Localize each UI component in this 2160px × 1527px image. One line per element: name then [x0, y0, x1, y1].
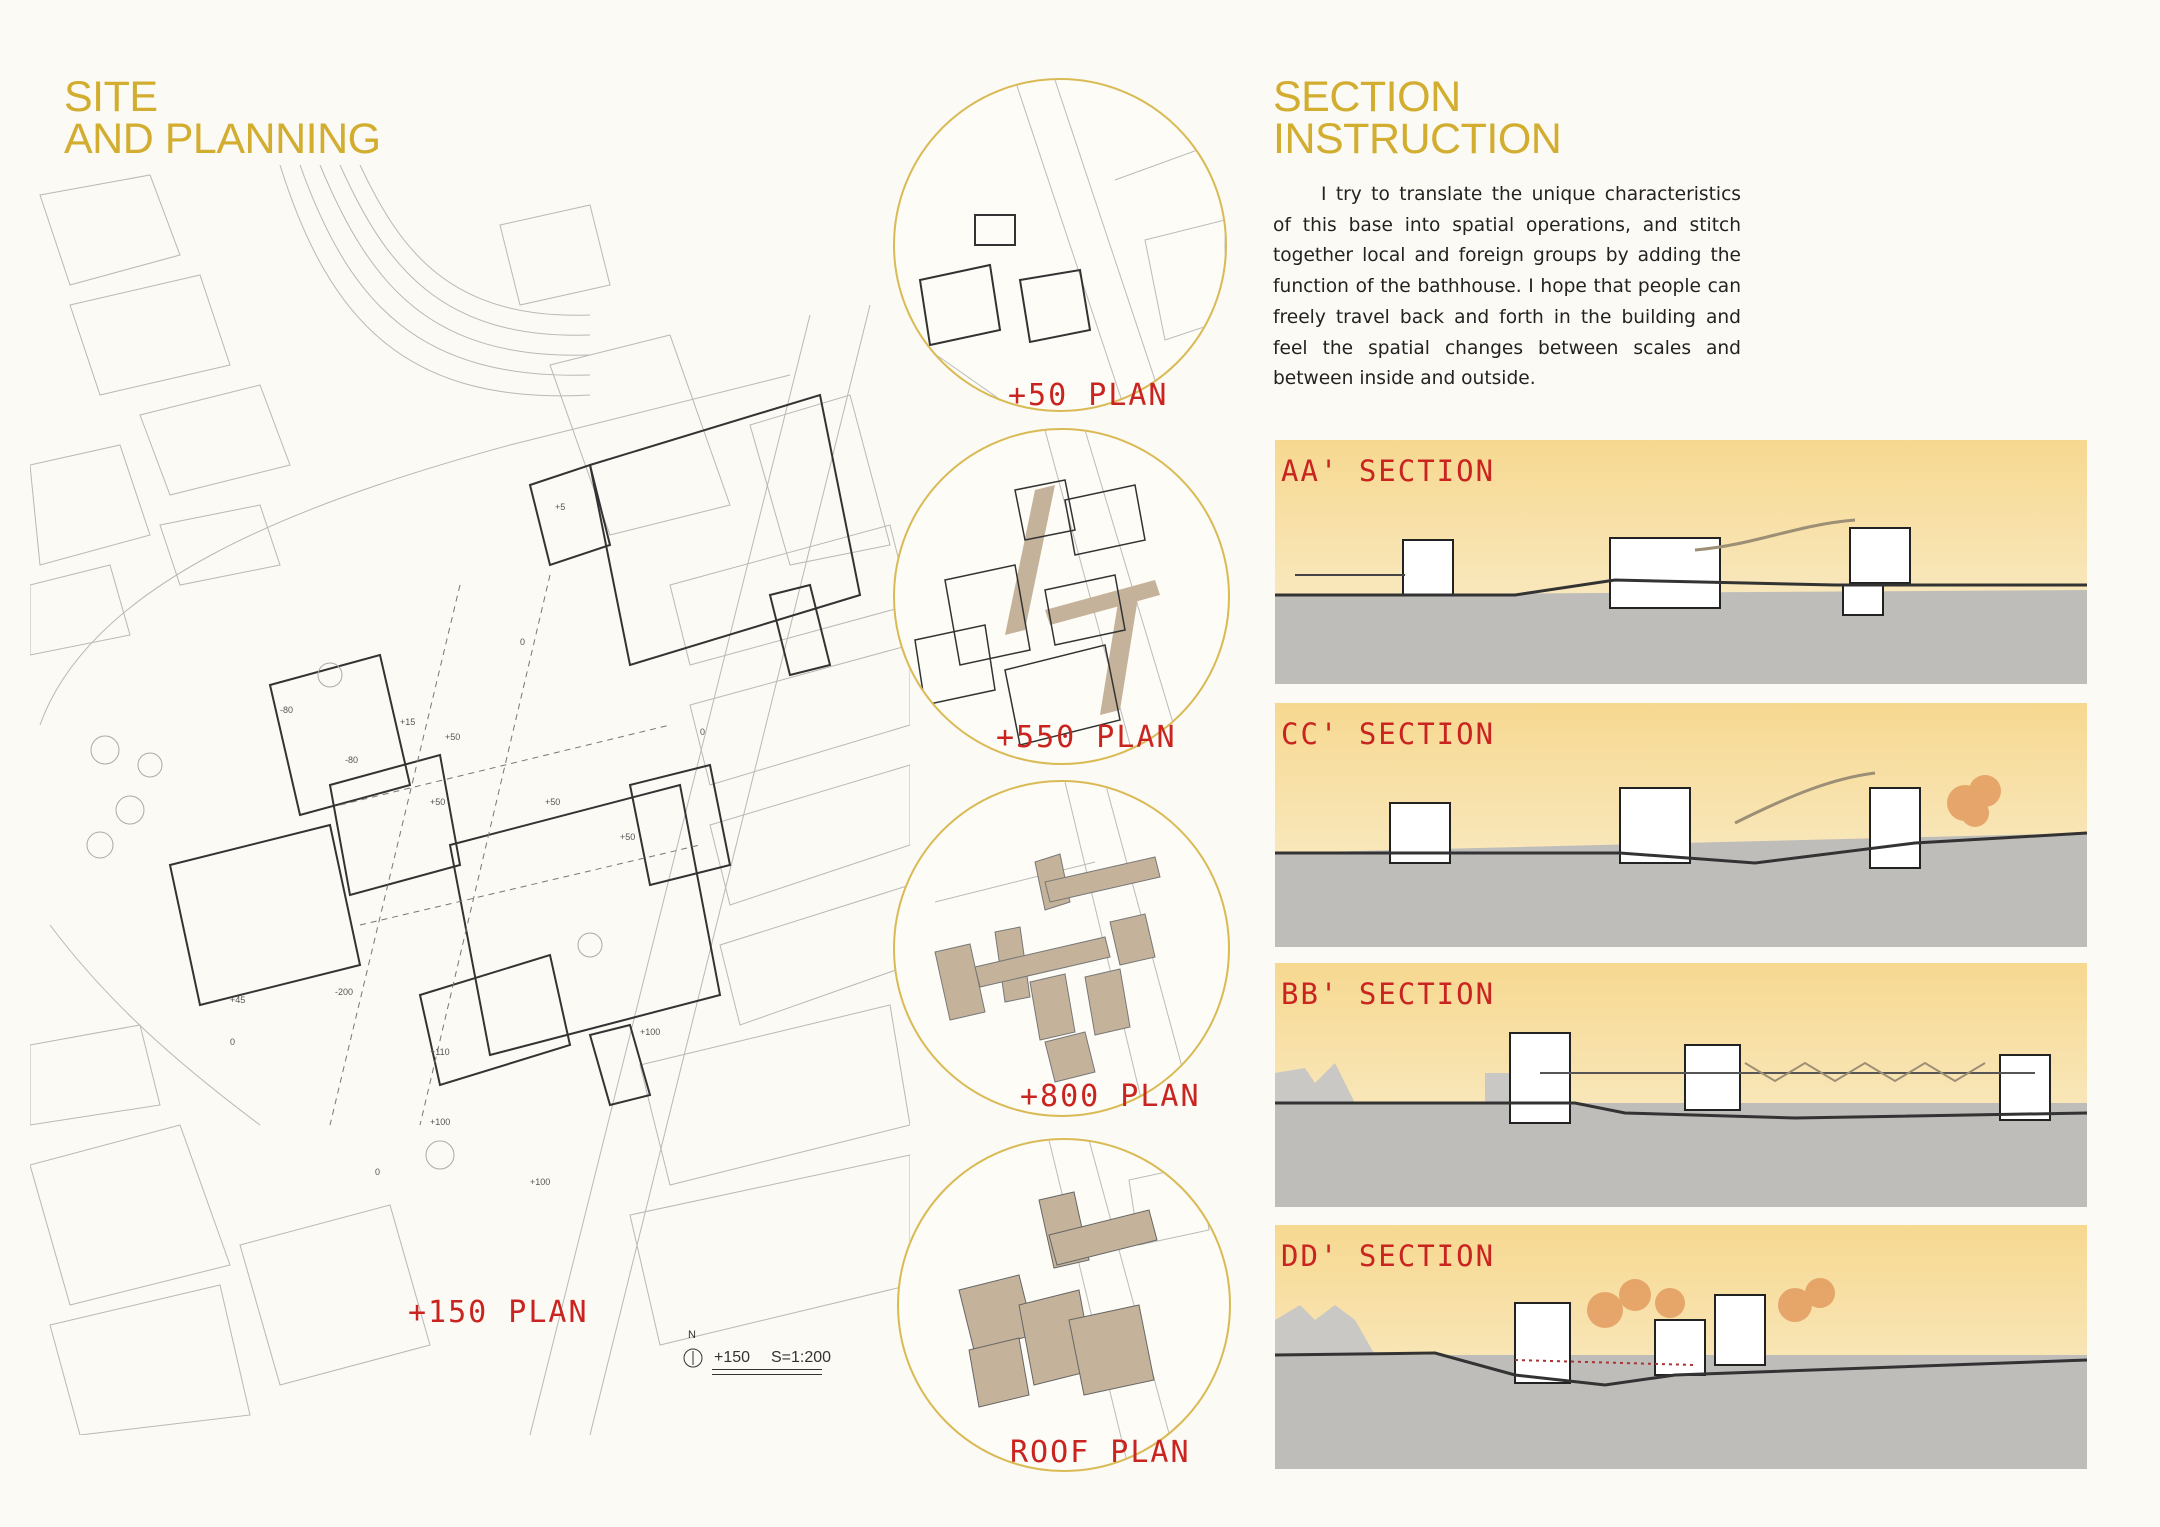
cc-section-label: CC' SECTION [1281, 717, 1496, 751]
heading-line: SITE [64, 73, 158, 121]
plan-circle-roof [897, 1138, 1231, 1472]
level-annotation: +100 [640, 1027, 660, 1037]
level-annotation: +50 [620, 832, 635, 842]
level-annotation: -80 [345, 755, 358, 765]
level-annotation: +50 [430, 797, 445, 807]
dd-section-label: DD' SECTION [1281, 1239, 1496, 1273]
north-arrow-icon [683, 1348, 703, 1368]
heading-line: INSTRUCTION [1273, 115, 1562, 163]
level-annotation: +15 [400, 717, 415, 727]
roof-plan-label: ROOF PLAN [1010, 1435, 1191, 1470]
site-plan-drawing: +50 +50 +50 +50 +15 +5 +45 -200 +110 +10… [30, 165, 910, 1435]
plan-800-drawing [934, 782, 1196, 1115]
aa-section-label: AA' SECTION [1281, 454, 1496, 488]
section-panel-cc: CC' SECTION [1275, 703, 2087, 947]
level-annotation: 0 [520, 637, 525, 647]
scale-ratio: S=1:200 [771, 1349, 832, 1366]
plan-550-drawing [914, 430, 1186, 763]
level-annotation: +50 [445, 732, 460, 742]
level-annotation: -80 [280, 705, 293, 715]
level-annotation: +5 [555, 502, 565, 512]
level-annotation: 0 [230, 1037, 235, 1047]
plan-circle-800 [893, 780, 1230, 1117]
plan-circle-550 [893, 428, 1230, 765]
plan-800-label: +800 PLAN [1020, 1079, 1201, 1114]
level-annotation: +110 [430, 1047, 450, 1057]
section-panel-bb: BB' SECTION [1275, 963, 2087, 1207]
north-label: N [688, 1329, 696, 1341]
level-annotation: +100 [530, 1177, 550, 1187]
level-annotation: +100 [430, 1117, 450, 1127]
cc-section-drawing [1275, 703, 2087, 947]
section-panel-dd: DD' SECTION [1275, 1225, 2087, 1469]
roof-plan-drawing [958, 1140, 1210, 1470]
aa-section-drawing [1275, 440, 2087, 684]
level-annotation: +45 [230, 995, 245, 1005]
bb-section-drawing [1275, 963, 2087, 1207]
main-plan-label: +150 PLAN [408, 1295, 589, 1330]
plan-circle-50 [893, 78, 1227, 412]
scale-level: +150 [714, 1349, 751, 1366]
site-planning-heading: SITE AND PLANNING [64, 73, 381, 163]
level-annotation: 0 [375, 1167, 380, 1177]
section-panel-aa: AA' SECTION [1275, 440, 2087, 684]
level-annotation: +50 [545, 797, 560, 807]
section-instruction-heading: SECTION INSTRUCTION [1273, 73, 1562, 163]
level-annotation: -200 [335, 987, 353, 997]
plan-50-drawing [914, 80, 1225, 410]
heading-line: AND PLANNING [64, 115, 381, 163]
scale-bar [712, 1369, 822, 1375]
plan-50-label: +50 PLAN [1008, 378, 1169, 413]
plan-550-label: +550 PLAN [996, 720, 1177, 755]
intro-paragraph: I try to translate the unique characteri… [1273, 184, 1741, 390]
bb-section-label: BB' SECTION [1281, 977, 1496, 1011]
dd-section-drawing [1275, 1225, 2087, 1469]
level-annotation: 0 [700, 727, 705, 737]
heading-line: SECTION [1273, 73, 1461, 121]
